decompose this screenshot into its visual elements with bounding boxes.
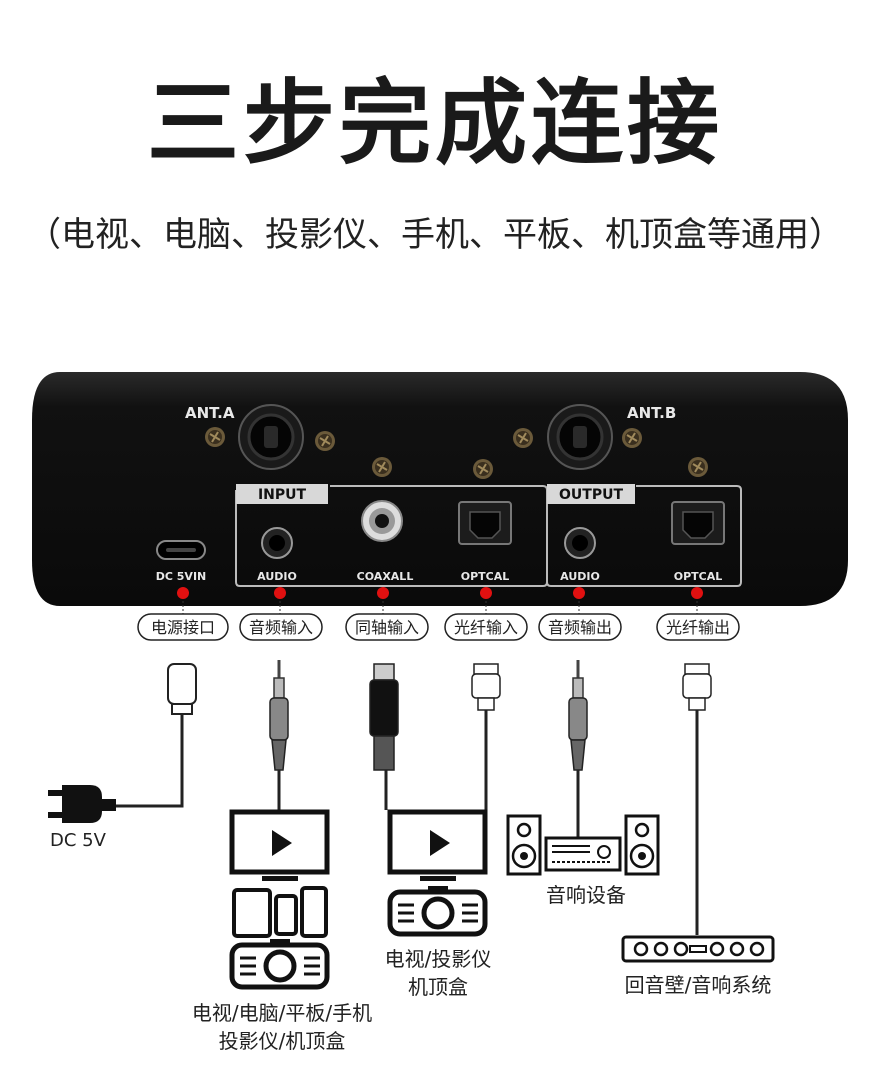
callout-label-audio-in: 音频输入 — [249, 618, 313, 637]
group2-label-line1: 电视/投影仪 — [385, 947, 492, 971]
output-group: OUTPUT — [546, 484, 742, 587]
audio-equipment-label: 音响设备 — [546, 883, 626, 907]
output-group-label: OUTPUT — [559, 487, 623, 503]
optical-output-cable — [682, 663, 712, 935]
page-subtitle: （电视、电脑、投影仪、手机、平板、机顶盒等通用） — [27, 215, 843, 255]
page-title: 三步完成连接 — [146, 70, 723, 177]
device-back-panel: ANT.A ANT.B INPUT OUTPUT DC — [32, 372, 848, 606]
group1-label-line1: 电视/电脑/平板/手机 — [192, 1001, 372, 1025]
audio-output-cable — [568, 660, 588, 838]
coaxial-input-label: COAXALL — [357, 570, 414, 583]
callout-coax: 同轴输入 — [345, 587, 429, 641]
group2-label-line2: 机顶盒 — [408, 975, 468, 999]
callout-label-optical-in: 光纤输入 — [454, 618, 518, 637]
coaxial-cable — [369, 663, 399, 810]
antenna-b-connector — [547, 404, 613, 470]
antenna-a-label: ANT.A — [185, 404, 235, 422]
callout-audio-out: 音频输出 — [538, 587, 622, 641]
callout-audio-in: 音频输入 — [239, 587, 323, 641]
projector-icon-2 — [387, 886, 488, 937]
amplifier-icon — [544, 836, 622, 872]
antenna-a-connector — [238, 404, 304, 470]
dc-port-label: DC 5VIN — [156, 570, 207, 583]
callout-dc: 电源接口 — [137, 587, 229, 641]
audio-input-jack — [261, 527, 293, 559]
usb-c-port — [156, 540, 206, 560]
projector-icon — [229, 939, 330, 990]
optical-output-label: OPTCAL — [674, 570, 723, 583]
audio-output-label: AUDIO — [560, 570, 600, 583]
tv-icon — [229, 809, 330, 881]
callout-label-coax: 同轴输入 — [355, 618, 419, 637]
tv-icon-2 — [387, 809, 488, 881]
callout-label-power: 电源接口 — [151, 618, 215, 637]
callout-optical-out: 光纤输出 — [656, 587, 740, 641]
callout-optical-in: 光纤输入 — [444, 587, 528, 641]
optical-output-jack — [671, 501, 725, 545]
coaxial-input-jack — [361, 500, 403, 542]
speaker-right-icon — [624, 814, 660, 876]
audio-input-label: AUDIO — [257, 570, 297, 583]
power-label: DC 5V — [50, 830, 107, 851]
soundbar-icon — [621, 935, 775, 963]
input-group: INPUT — [235, 484, 548, 587]
antenna-b-label: ANT.B — [627, 404, 676, 422]
group1-label-line2: 投影仪/机顶盒 — [219, 1029, 346, 1053]
optical-input-label: OPTCAL — [461, 570, 510, 583]
power-cable — [113, 663, 197, 808]
input-group-label: INPUT — [258, 487, 307, 503]
callout-label-optical-out: 光纤输出 — [666, 618, 730, 637]
power-plug-icon — [48, 785, 116, 823]
audio-output-jack — [564, 527, 596, 559]
callout-label-audio-out: 音频输出 — [548, 618, 612, 637]
tablet-phone-icon — [232, 886, 328, 938]
audio-input-cable — [269, 660, 289, 810]
soundbar-label: 回音壁/音响系统 — [625, 973, 772, 997]
optical-input-jack — [458, 501, 512, 545]
optical-input-cable — [471, 663, 501, 810]
speaker-left-icon — [506, 814, 542, 876]
